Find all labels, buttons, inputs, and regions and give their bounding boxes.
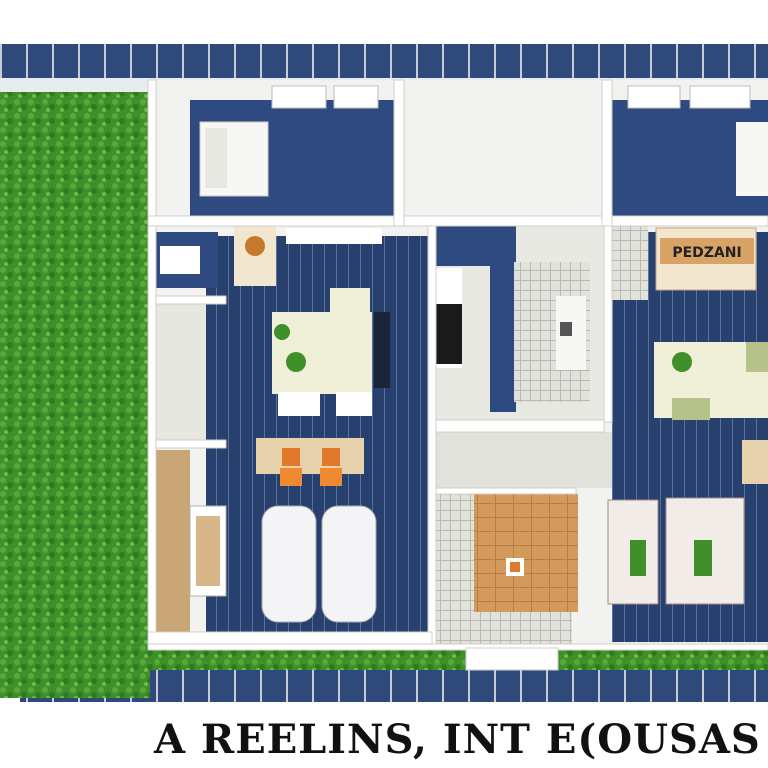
solar-panels-top — [0, 44, 768, 78]
bench — [256, 438, 364, 474]
lawn-bottom — [150, 648, 768, 670]
white-vehicle-1 — [261, 505, 317, 623]
lawn-left — [0, 92, 150, 698]
living-room-left — [206, 236, 428, 632]
wood-rug — [474, 494, 578, 612]
white-vehicle-2 — [321, 505, 377, 623]
entrance-step — [465, 647, 559, 671]
dining-table-left — [272, 312, 372, 394]
sign-text: PEDZANI — [672, 245, 741, 261]
caption: A REELINS, INT E(OUSAS (LL — [0, 712, 768, 768]
